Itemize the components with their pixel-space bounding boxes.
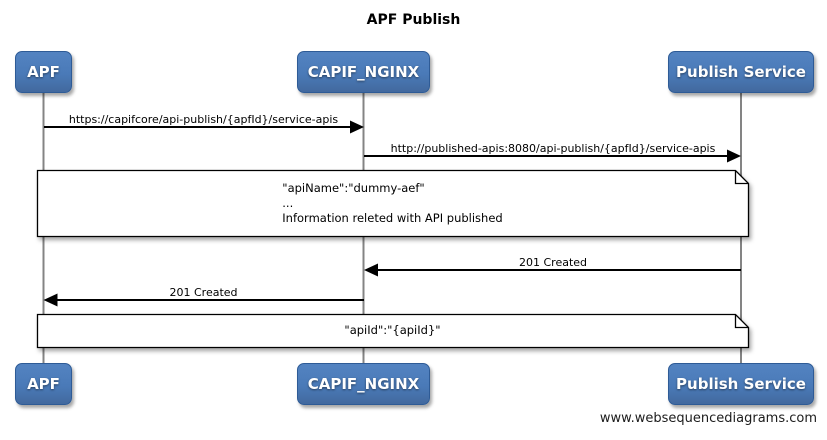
actor-capif-nginx-label: CAPIF_NGINX xyxy=(307,63,420,81)
message-3-arrowhead-icon xyxy=(364,263,378,277)
note-2-line-1: "apiId":"{apiId}" xyxy=(344,323,441,337)
note-2-fold-icon xyxy=(734,314,749,329)
actor-publish-service-top: Publish Service xyxy=(668,51,814,93)
note-2-shape xyxy=(36,313,750,349)
actor-publish-service-label: Publish Service xyxy=(676,63,806,81)
actor-publish-service-bottom: Publish Service xyxy=(668,363,814,405)
note-1-line-2: ... xyxy=(282,195,294,210)
note-1-line-1: "apiName":"dummy-aef" xyxy=(282,180,425,195)
actor-apf-bottom: APF xyxy=(15,363,72,405)
message-2-arrowhead-icon xyxy=(727,149,741,163)
actor-capif-nginx-top: CAPIF_NGINX xyxy=(297,51,430,93)
actor-apf-label: APF xyxy=(27,63,60,81)
message-1-label: https://capifcore/api-publish/{apfId}/se… xyxy=(68,113,339,126)
actor-capif-nginx-label-bottom: CAPIF_NGINX xyxy=(307,375,420,393)
watermark-websequencediagrams: www.websequencediagrams.com xyxy=(599,411,817,426)
note-1-text: "apiName":"dummy-aef" ... Information re… xyxy=(282,181,502,226)
actor-apf-top: APF xyxy=(15,51,72,93)
note-1: "apiName":"dummy-aef" ... Information re… xyxy=(37,170,748,236)
actor-apf-label-bottom: APF xyxy=(27,375,60,393)
note-2: "apiId":"{apiId}" xyxy=(37,314,748,347)
message-1-arrowhead-icon xyxy=(350,120,364,134)
note-1-shape xyxy=(36,169,750,238)
note-1-line-3: Information releted with API published xyxy=(282,210,503,225)
actor-publish-service-label-bottom: Publish Service xyxy=(676,375,806,393)
note-1-fold-icon xyxy=(734,170,749,185)
actor-capif-nginx-bottom: CAPIF_NGINX xyxy=(297,363,430,405)
message-3-label: 201 Created xyxy=(518,256,588,269)
message-2-label: http://published-apis:8080/api-publish/{… xyxy=(390,142,716,155)
message-4-arrowhead-icon xyxy=(43,293,58,307)
message-4-label: 201 Created xyxy=(169,286,238,299)
note-2-text: "apiId":"{apiId}" xyxy=(344,323,440,338)
diagram-title: APF Publish xyxy=(366,12,461,28)
